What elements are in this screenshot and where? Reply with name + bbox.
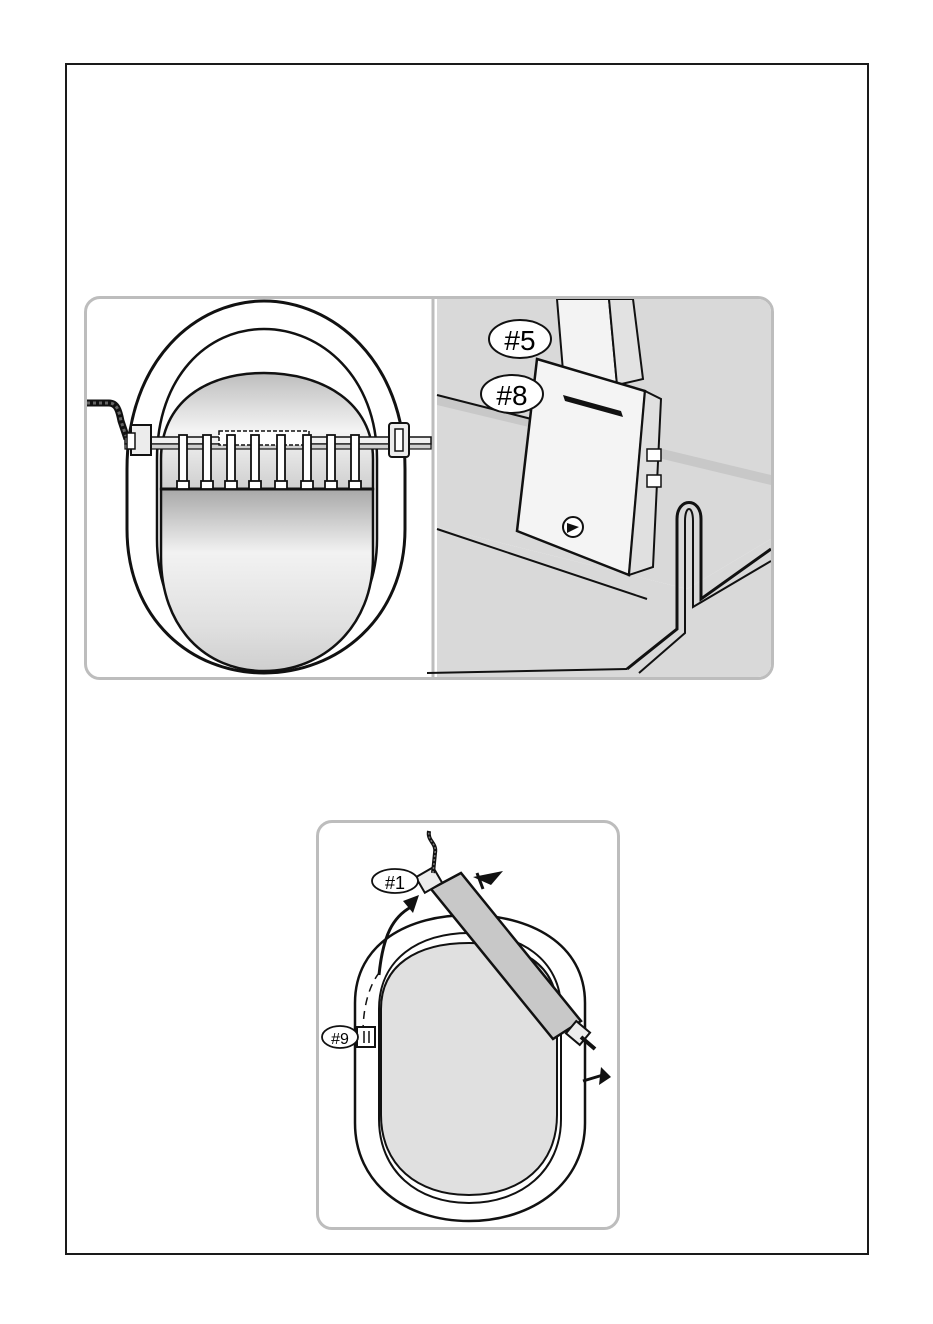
svg-text:#8: #8 [496,380,527,411]
svg-text:#9: #9 [331,1031,349,1048]
figure-bottom-drawing: #1 #9 [319,823,617,1227]
figure-top: #5 #8 [84,296,774,680]
svg-text:#5: #5 [504,325,535,356]
bracket-detail-diagram [427,299,771,677]
callout-8: #8 [481,375,543,413]
clip-9 [357,1027,375,1047]
callout-9: #9 [322,1026,358,1048]
callout-5: #5 [489,320,551,358]
figure-bottom: #1 #9 [316,820,620,1230]
callout-1: #1 [372,869,418,893]
drum-oval-diagram-bottom [355,915,585,1221]
drum-oval-diagram [127,301,405,673]
figure-top-drawing: #5 #8 [87,299,771,677]
svg-text:#1: #1 [385,873,405,893]
